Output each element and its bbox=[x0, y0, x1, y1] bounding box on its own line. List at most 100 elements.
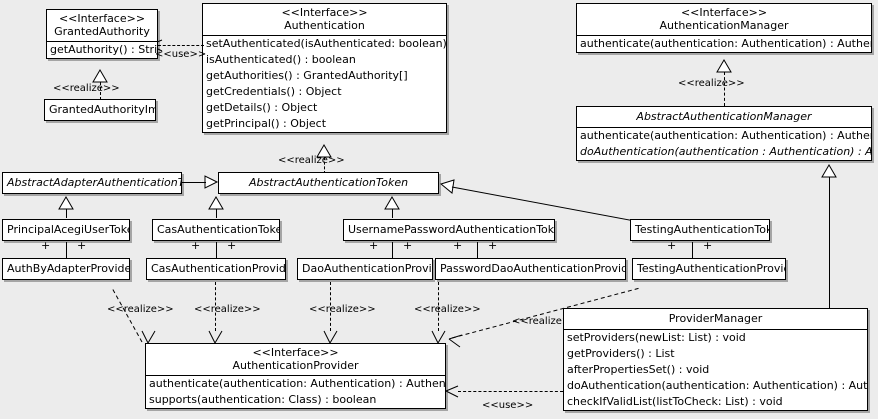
class-provider-manager[interactable]: ProviderManager setProviders(newList: Li… bbox=[563, 308, 868, 411]
class-abstract-authentication-manager[interactable]: AbstractAuthenticationManager authentica… bbox=[576, 106, 872, 161]
assoc-line bbox=[216, 242, 217, 258]
divider bbox=[577, 127, 871, 128]
class-authentication[interactable]: <<Interface>> Authentication setAuthenti… bbox=[202, 3, 447, 133]
multiplicity-plus: + bbox=[77, 239, 87, 252]
member-row: getAuthority() : String bbox=[50, 43, 158, 56]
auth-by-adapter-provider-name: AuthByAdapterProvider bbox=[7, 262, 130, 275]
member-row: authenticate(authentication: Authenticat… bbox=[580, 129, 871, 142]
class-testing-authentication-token[interactable]: TestingAuthenticationToken bbox=[630, 219, 770, 241]
authentication-manager-name: AuthenticationManager bbox=[659, 19, 789, 32]
member-row: getProviders() : List bbox=[567, 347, 675, 360]
member-row: afterPropertiesSet() : void bbox=[567, 363, 710, 376]
testing-authentication-token-name: TestingAuthenticationToken bbox=[635, 223, 769, 236]
class-testing-authentication-provider[interactable]: TestingAuthenticationProvider bbox=[632, 258, 786, 280]
password-dao-authentication-provider-name: PasswordDaoAuthenticationProvider bbox=[440, 262, 626, 275]
assoc-line bbox=[392, 242, 393, 258]
authentication-manager-stereotype: <<Interface>> bbox=[680, 6, 768, 19]
cas-authentication-provider-name: CasAuthenticationProvider bbox=[151, 262, 286, 275]
member-row: getDetails() : Object bbox=[206, 101, 318, 114]
divider bbox=[146, 375, 445, 376]
abstract-adapter-authentication-token-name: AbstractAdapterAuthenticationToken bbox=[7, 176, 181, 189]
multiplicity-plus: + bbox=[488, 239, 498, 252]
use-label-granted-authority: <<use>> bbox=[155, 49, 207, 60]
realize-line-cas-provider bbox=[215, 282, 216, 331]
multiplicity-plus: + bbox=[41, 239, 51, 252]
class-cas-authentication-provider[interactable]: CasAuthenticationProvider bbox=[146, 258, 286, 280]
use-line-granted-authority bbox=[158, 45, 204, 46]
member-row: setProviders(newList: List) : void bbox=[567, 331, 746, 344]
authentication-manager-members: authenticate(authentication: Authenticat… bbox=[577, 36, 871, 52]
multiplicity-plus: + bbox=[453, 239, 463, 252]
class-abstract-adapter-authentication-token[interactable]: AbstractAdapterAuthenticationToken bbox=[2, 172, 182, 194]
realize-line-abstract-auth-manager bbox=[724, 72, 725, 106]
principal-acegi-user-token-name: PrincipalAcegiUserToken bbox=[7, 223, 130, 236]
provider-manager-members: setProviders(newList: List) : void getPr… bbox=[564, 330, 867, 410]
gen-stem bbox=[392, 209, 393, 218]
divider bbox=[577, 35, 871, 36]
realize-line-abstract-auth-token bbox=[324, 157, 325, 174]
username-password-authentication-token-name: UsernamePasswordAuthenticationToken bbox=[348, 223, 555, 236]
divider bbox=[203, 35, 446, 36]
divider bbox=[47, 41, 157, 42]
class-granted-authority[interactable]: <<Interface>> GrantedAuthority getAuthor… bbox=[46, 9, 158, 59]
class-authentication-manager[interactable]: <<Interface>> AuthenticationManager auth… bbox=[576, 3, 872, 53]
testing-authentication-provider-name: TestingAuthenticationProvider bbox=[637, 262, 786, 275]
cas-authentication-token-name: CasAuthenticationToken bbox=[157, 223, 280, 236]
realize-label-cas-provider: <<realize>> bbox=[194, 304, 261, 315]
authentication-members: setAuthenticated(isAuthenticated: boolea… bbox=[203, 36, 446, 132]
divider bbox=[564, 329, 867, 330]
realize-line-granted-authority-impl bbox=[100, 82, 101, 100]
class-dao-authentication-provider[interactable]: DaoAuthenticationProvider bbox=[297, 258, 433, 280]
multiplicity-plus: + bbox=[703, 239, 713, 252]
member-row: doAuthentication(authentication : Authen… bbox=[580, 145, 872, 158]
realize-label-testing-provider: <<realize>> bbox=[512, 316, 579, 327]
realize-label-abstract-auth-manager: <<realize>> bbox=[678, 78, 745, 89]
member-row: supports(authentication: Class) : boolea… bbox=[149, 393, 377, 406]
provider-manager-name: ProviderManager bbox=[668, 312, 763, 325]
authentication-provider-name: AuthenticationProvider bbox=[232, 359, 359, 372]
authentication-provider-stereotype: <<Interface>> bbox=[252, 346, 339, 359]
authentication-stereotype: <<Interface>> bbox=[281, 6, 368, 19]
multiplicity-plus: + bbox=[403, 239, 413, 252]
member-row: doAuthentication(authentication: Authent… bbox=[567, 379, 868, 392]
abstract-authentication-manager-name: AbstractAuthenticationManager bbox=[636, 110, 812, 123]
assoc-line bbox=[66, 242, 67, 258]
use-line-provider-manager bbox=[458, 391, 563, 392]
authentication-name: Authentication bbox=[284, 19, 365, 32]
class-authentication-provider[interactable]: <<Interface>> AuthenticationProvider aut… bbox=[145, 343, 446, 409]
class-auth-by-adapter-provider[interactable]: AuthByAdapterProvider bbox=[2, 258, 130, 280]
class-password-dao-authentication-provider[interactable]: PasswordDaoAuthenticationProvider bbox=[435, 258, 626, 280]
realize-label-abstract-auth-token: <<realize>> bbox=[278, 155, 345, 166]
multiplicity-plus: + bbox=[667, 239, 677, 252]
granted-authority-name: GrantedAuthority bbox=[54, 25, 150, 38]
class-cas-authentication-token[interactable]: CasAuthenticationToken bbox=[152, 219, 280, 241]
member-row: authenticate(authentication: Authenticat… bbox=[149, 377, 446, 390]
assoc-line bbox=[692, 242, 693, 258]
member-row: checkIfValidList(listToCheck: List) : vo… bbox=[567, 395, 783, 408]
member-row: getCredentials() : Object bbox=[206, 85, 342, 98]
generalization-line-adapter-token bbox=[182, 182, 206, 183]
class-username-password-authentication-token[interactable]: UsernamePasswordAuthenticationToken bbox=[343, 219, 555, 241]
member-row: setAuthenticated(isAuthenticated: boolea… bbox=[206, 37, 447, 50]
realize-label-dao-provider: <<realize>> bbox=[309, 304, 376, 315]
assoc-line bbox=[477, 242, 478, 258]
granted-authority-impl-name: GrantedAuthorityImpl bbox=[49, 103, 155, 116]
member-row: isAuthenticated() : boolean bbox=[206, 53, 356, 66]
granted-authority-members: getAuthority() : String bbox=[47, 42, 157, 58]
realize-label-granted-authority-impl: <<realize>> bbox=[53, 83, 120, 94]
multiplicity-plus: + bbox=[369, 239, 379, 252]
granted-authority-stereotype: <<Interface>> bbox=[58, 12, 146, 25]
realize-line-password-dao-provider bbox=[438, 282, 439, 331]
use-label-provider-manager: <<use>> bbox=[482, 400, 534, 411]
class-granted-authority-impl[interactable]: GrantedAuthorityImpl bbox=[44, 99, 156, 121]
dao-authentication-provider-name: DaoAuthenticationProvider bbox=[302, 262, 432, 275]
class-principal-acegi-user-token[interactable]: PrincipalAcegiUserToken bbox=[2, 219, 130, 241]
abstract-authentication-manager-members: authenticate(authentication: Authenticat… bbox=[577, 128, 871, 160]
class-abstract-authentication-token[interactable]: AbstractAuthenticationToken bbox=[218, 172, 439, 194]
realize-label-auth-by-adapter: <<realize>> bbox=[107, 304, 174, 315]
authentication-provider-members: authenticate(authentication: Authenticat… bbox=[146, 376, 445, 408]
realize-label-password-dao-provider: <<realize>> bbox=[414, 304, 481, 315]
gen-stem bbox=[216, 209, 217, 218]
multiplicity-plus: + bbox=[191, 239, 201, 252]
